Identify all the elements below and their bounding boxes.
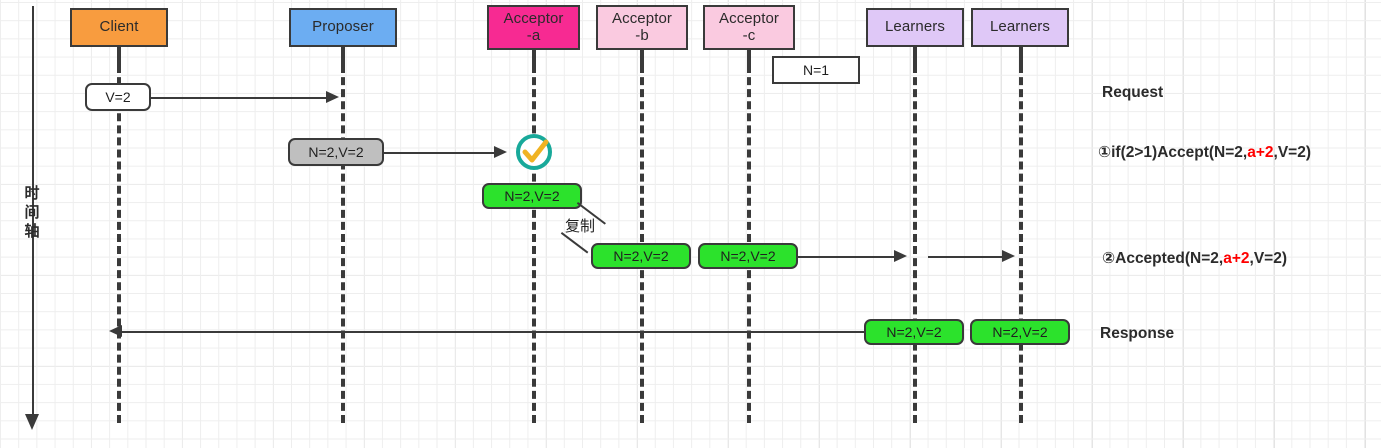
time-axis-arrowhead: [25, 414, 39, 430]
accepted-arrow-line-1: [798, 256, 896, 258]
client-request-box[interactable]: V=2: [85, 83, 151, 111]
request-arrow-head: [326, 91, 339, 103]
lifeline-learners-2: [1019, 65, 1023, 423]
lifeline-stub-client: [117, 47, 121, 65]
accepted-arrow-head-1: [894, 250, 907, 262]
participant-client[interactable]: Client: [70, 8, 168, 47]
participant-learners-2-label: Learners: [989, 18, 1050, 36]
participant-acceptor-b[interactable]: Acceptor -b: [596, 5, 688, 50]
response-arrow-line: [122, 331, 864, 333]
lifeline-client: [117, 65, 121, 423]
proposer-prepare-box[interactable]: N=2,V=2: [288, 138, 384, 166]
participant-client-label: Client: [99, 18, 139, 36]
lifeline-stub-proposer: [341, 47, 345, 65]
note-accepted-pre: ②Accepted(N=2,: [1102, 250, 1224, 267]
participant-proposer-label: Proposer: [312, 18, 374, 36]
participant-acceptor-b-sub: -b: [635, 26, 649, 44]
participant-acceptor-c-sub: -c: [742, 26, 756, 44]
acceptor-c-accepted-box[interactable]: N=2,V=2: [698, 243, 798, 269]
lifeline-acceptor-a: [532, 65, 536, 423]
check-circle-icon: [516, 134, 552, 170]
participant-learners-1-label: Learners: [884, 18, 945, 36]
accept-arrow-line: [384, 152, 496, 154]
note-response: Response: [1100, 325, 1174, 343]
participant-acceptor-a[interactable]: Acceptor -a: [487, 5, 580, 50]
participant-acceptor-a-sub: -a: [526, 26, 541, 44]
participant-acceptor-c[interactable]: Acceptor -c: [703, 5, 795, 50]
note-accepted: ②Accepted(N=2,a+2,V=2): [1102, 249, 1287, 268]
lifeline-proposer: [341, 65, 345, 423]
time-axis-label: 时间轴: [24, 185, 40, 240]
note-accept-red: a+2: [1247, 144, 1274, 161]
participant-proposer[interactable]: Proposer: [289, 8, 397, 47]
lifeline-stub-learners-2: [1019, 47, 1023, 65]
learner-2-value-box[interactable]: N=2,V=2: [970, 319, 1070, 345]
lifeline-stub-acceptor-c: [747, 50, 751, 65]
participant-acceptor-b-label: Acceptor: [612, 9, 672, 27]
replicate-label: 复制: [565, 218, 596, 235]
lifeline-learners-1: [913, 65, 917, 423]
accepted-arrow-line-2: [928, 256, 1004, 258]
note-response-text: Response: [1100, 325, 1175, 342]
learner-1-value-box[interactable]: N=2,V=2: [864, 319, 964, 345]
acceptor-n-box[interactable]: N=1: [772, 56, 860, 84]
note-accept: ①if(2>1)Accept(N=2,a+2,V=2): [1098, 143, 1311, 162]
response-arrow-head: [109, 325, 122, 337]
note-request: Request: [1102, 84, 1163, 102]
time-axis-line: [32, 6, 34, 416]
lifeline-stub-learners-1: [913, 47, 917, 65]
accept-arrow-head: [494, 146, 507, 158]
note-accept-post: ,V=2): [1273, 144, 1312, 161]
note-request-text: Request: [1102, 84, 1164, 101]
note-accepted-red: a+2: [1223, 250, 1250, 267]
note-accepted-post: ,V=2): [1249, 250, 1288, 267]
participant-acceptor-a-label: Acceptor: [503, 9, 564, 27]
accepted-arrow-head-2: [1002, 250, 1015, 262]
participant-learners-2[interactable]: Learners: [971, 8, 1069, 47]
request-arrow-line: [151, 97, 328, 99]
note-accept-pre: ①if(2>1)Accept(N=2,: [1098, 144, 1248, 161]
participant-acceptor-c-label: Acceptor: [719, 9, 779, 27]
lifeline-stub-acceptor-a: [532, 50, 536, 65]
participant-learners-1[interactable]: Learners: [866, 8, 964, 47]
lifeline-stub-acceptor-b: [640, 50, 644, 65]
acceptor-b-accepted-box[interactable]: N=2,V=2: [591, 243, 691, 269]
acceptor-a-accepted-box[interactable]: N=2,V=2: [482, 183, 582, 209]
